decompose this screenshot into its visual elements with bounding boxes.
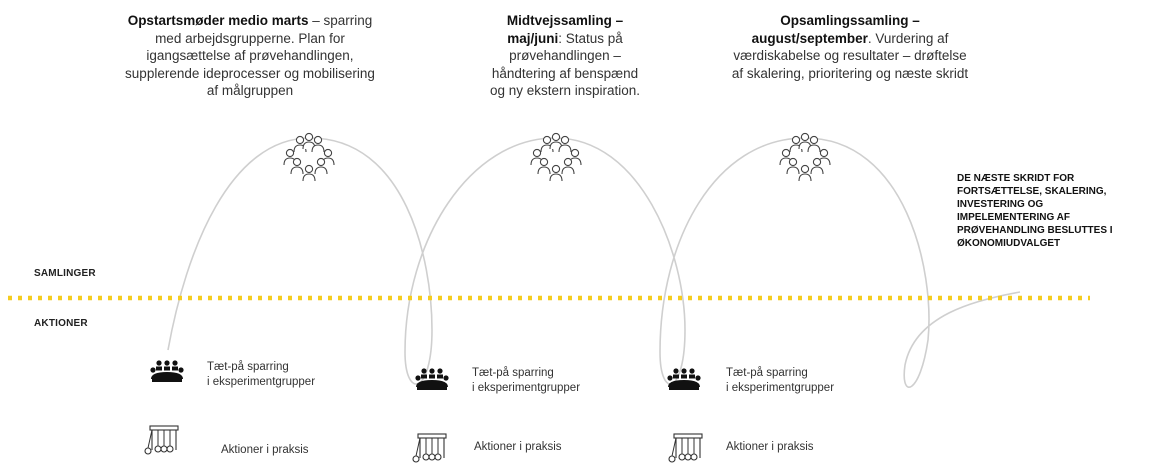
team-table-icon [415, 368, 449, 390]
journey-curve [167, 137, 1021, 388]
meeting-wrapup-text: Opsamlingssamling – august/september. Vu… [731, 13, 969, 81]
meeting-start-text: Opstartsmøder medio marts – sparring med… [125, 13, 375, 98]
sparring-label: Tæt-på sparring i eksperimentgrupper [726, 367, 835, 394]
newtons-cradle-icon [668, 433, 703, 463]
newtons-cradle-icon [412, 433, 447, 463]
sparring-label: Tæt-på sparring i eksperimentgrupper [207, 361, 316, 388]
newtons-cradle-icon [144, 425, 179, 455]
praksis-label: Aktioner i praksis [474, 441, 562, 453]
aktioner-label: AKTIONER [34, 318, 88, 329]
praksis-label: Aktioner i praksis [726, 441, 814, 453]
sparring-label: Tæt-på sparring i eksperimentgrupper [472, 367, 581, 394]
praksis-label: Aktioner i praksis [221, 444, 309, 456]
samlinger-label: SAMLINGER [34, 268, 96, 279]
meeting-mid-text: Midtvejssamling – maj/juni: Status på pr… [489, 13, 641, 98]
team-table-icon [150, 360, 184, 382]
final-note: DE NÆSTE SKRIDT FOR FORTSÆTTELSE, SKALER… [957, 173, 1113, 249]
group-icon [780, 133, 830, 181]
team-table-icon [667, 368, 701, 390]
